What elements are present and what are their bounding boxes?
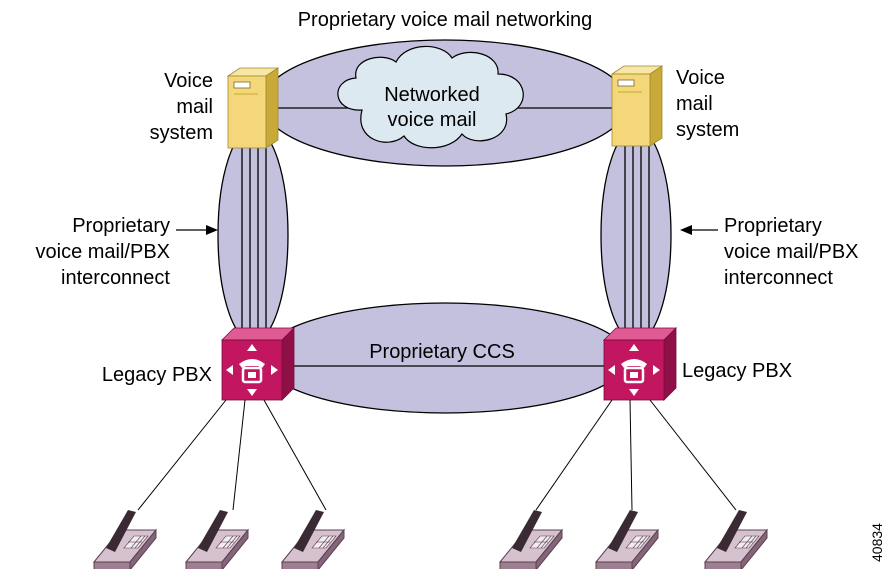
left-vm-label-line2: mail (176, 96, 213, 118)
phone-icon (704, 509, 768, 569)
left-pbx-icon (220, 326, 296, 402)
left-pbx-label: Legacy PBX (102, 364, 212, 386)
left-vm-label-line1: Voice (164, 70, 213, 92)
left-interconnect-label-line3: interconnect (61, 267, 170, 289)
left-interconnect-label-line1: Proprietary (72, 215, 170, 237)
right-interconnect-label-line2: voice mail/PBX (724, 241, 859, 263)
right-interconnect-label-line3: interconnect (724, 267, 833, 289)
cloud-label-line1: Networked (384, 84, 480, 106)
left-interconnect-ellipse (217, 127, 289, 343)
title-label: Proprietary voice mail networking (298, 9, 593, 31)
figure-number: 40834 (869, 523, 885, 562)
right-pbx-label: Legacy PBX (682, 360, 792, 382)
right-vm-label-line2: mail (676, 93, 713, 115)
right-pbx-icon (602, 326, 678, 402)
right-interconnect-label-line1: Proprietary (724, 215, 822, 237)
right-vm-label-line1: Voice (676, 67, 725, 89)
networked-voice-mail-cloud (337, 45, 524, 149)
left-interconnect-lines (241, 140, 267, 335)
left-interconnect-label-line2: voice mail/PBX (36, 241, 171, 263)
phone-icon (281, 509, 345, 569)
left-server-icon (227, 67, 279, 149)
right-interconnect-arrow (680, 225, 718, 235)
phone-icon (185, 509, 249, 569)
right-vm-label-line3: system (676, 119, 739, 141)
right-interconnect-lines (624, 140, 650, 335)
phone-icon (499, 509, 563, 569)
phone-icon (93, 509, 157, 569)
left-interconnect-arrow (176, 225, 218, 235)
right-server-icon (611, 65, 663, 147)
phone-icon (595, 509, 659, 569)
cloud-label-line2: voice mail (388, 109, 477, 131)
right-interconnect-ellipse (600, 127, 672, 343)
phone-lines (137, 399, 737, 511)
ccs-label: Proprietary CCS (369, 341, 515, 363)
left-vm-label-line3: system (150, 122, 213, 144)
